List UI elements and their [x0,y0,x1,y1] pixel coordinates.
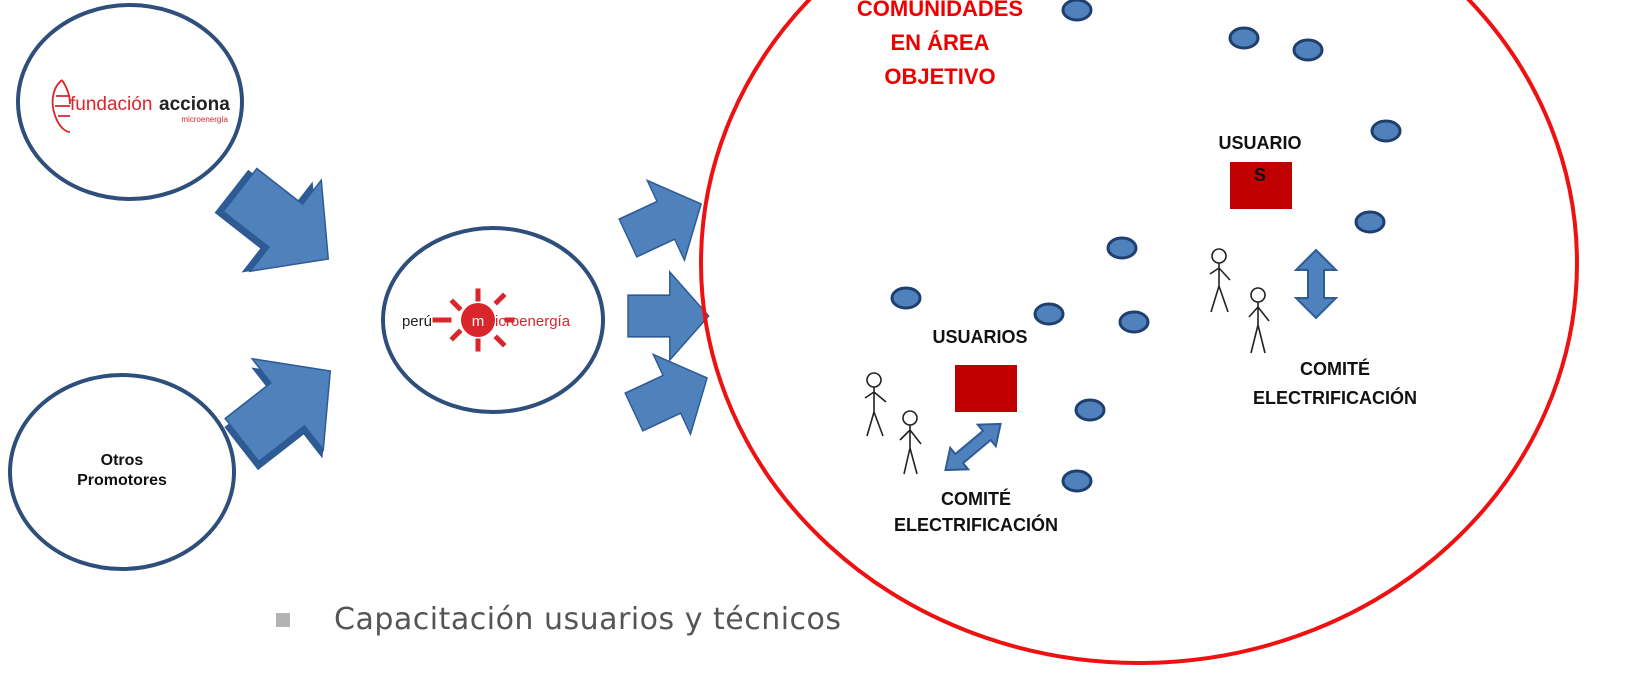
community-dots [890,0,1402,493]
person-icon [864,372,887,437]
committee-label-b: COMITÉ ELECTRIFICACIÓN [1253,359,1417,408]
fundacion-acciona-logo: fundación acciona microenergía [51,79,230,133]
logo-m-text: m [472,313,485,330]
logo-fundacion-text: fundación [70,94,152,115]
sun-icon [432,288,515,352]
double-arrow-b [1293,248,1339,320]
target-area-circle [699,0,1579,665]
stick-figures-b [1209,248,1270,354]
community-dot [1228,26,1260,50]
house-b [1230,162,1292,209]
community-dot [1370,119,1402,143]
square-bullet-icon [276,612,290,627]
community-dot [1061,469,1093,493]
person-icon [899,410,922,475]
users-label-b: USUARIO S [1218,133,1302,185]
person-icon [1248,287,1270,354]
community-dot [1354,210,1386,234]
leaf-icon [51,79,71,133]
community-dot [1061,0,1093,22]
person-icon [1209,248,1231,313]
community-dot [1106,236,1138,260]
logo-microenergia-sub: microenergía [181,115,228,124]
logo-peru-text: perú [402,313,432,330]
otros-promotores-label: Otros Promotores [77,452,167,489]
otros-promotores-node [8,373,236,571]
community-dot [890,286,922,310]
peru-microenergia-logo: perú m icroenergía [402,288,571,352]
target-area-title: COMUNIDADES EN ÁREA OBJETIVO [856,0,1024,89]
house-a [955,365,1017,412]
community-dot [1292,38,1324,62]
community-dot [1118,310,1150,334]
logo-microenergia-text: icroenergía [495,313,571,330]
committee-label-a: COMITÉ ELECTRIFICACIÓN [894,489,1058,535]
fundacion-acciona-node [16,3,244,201]
bullet-text: Capacitación usuarios y técnicos [334,602,842,637]
logo-acciona-text: acciona [159,94,230,115]
users-label-a: USUARIOS [932,327,1028,347]
community-dot [1033,302,1065,326]
bullet-item: Capacitación usuarios y técnicos [276,602,842,637]
stick-figures-a [864,372,922,475]
double-arrow-a [944,422,1002,472]
arrow-peru-to-target-middle [627,271,710,361]
arrow-fundacion-to-peru [195,143,365,306]
community-dot [1074,398,1106,422]
